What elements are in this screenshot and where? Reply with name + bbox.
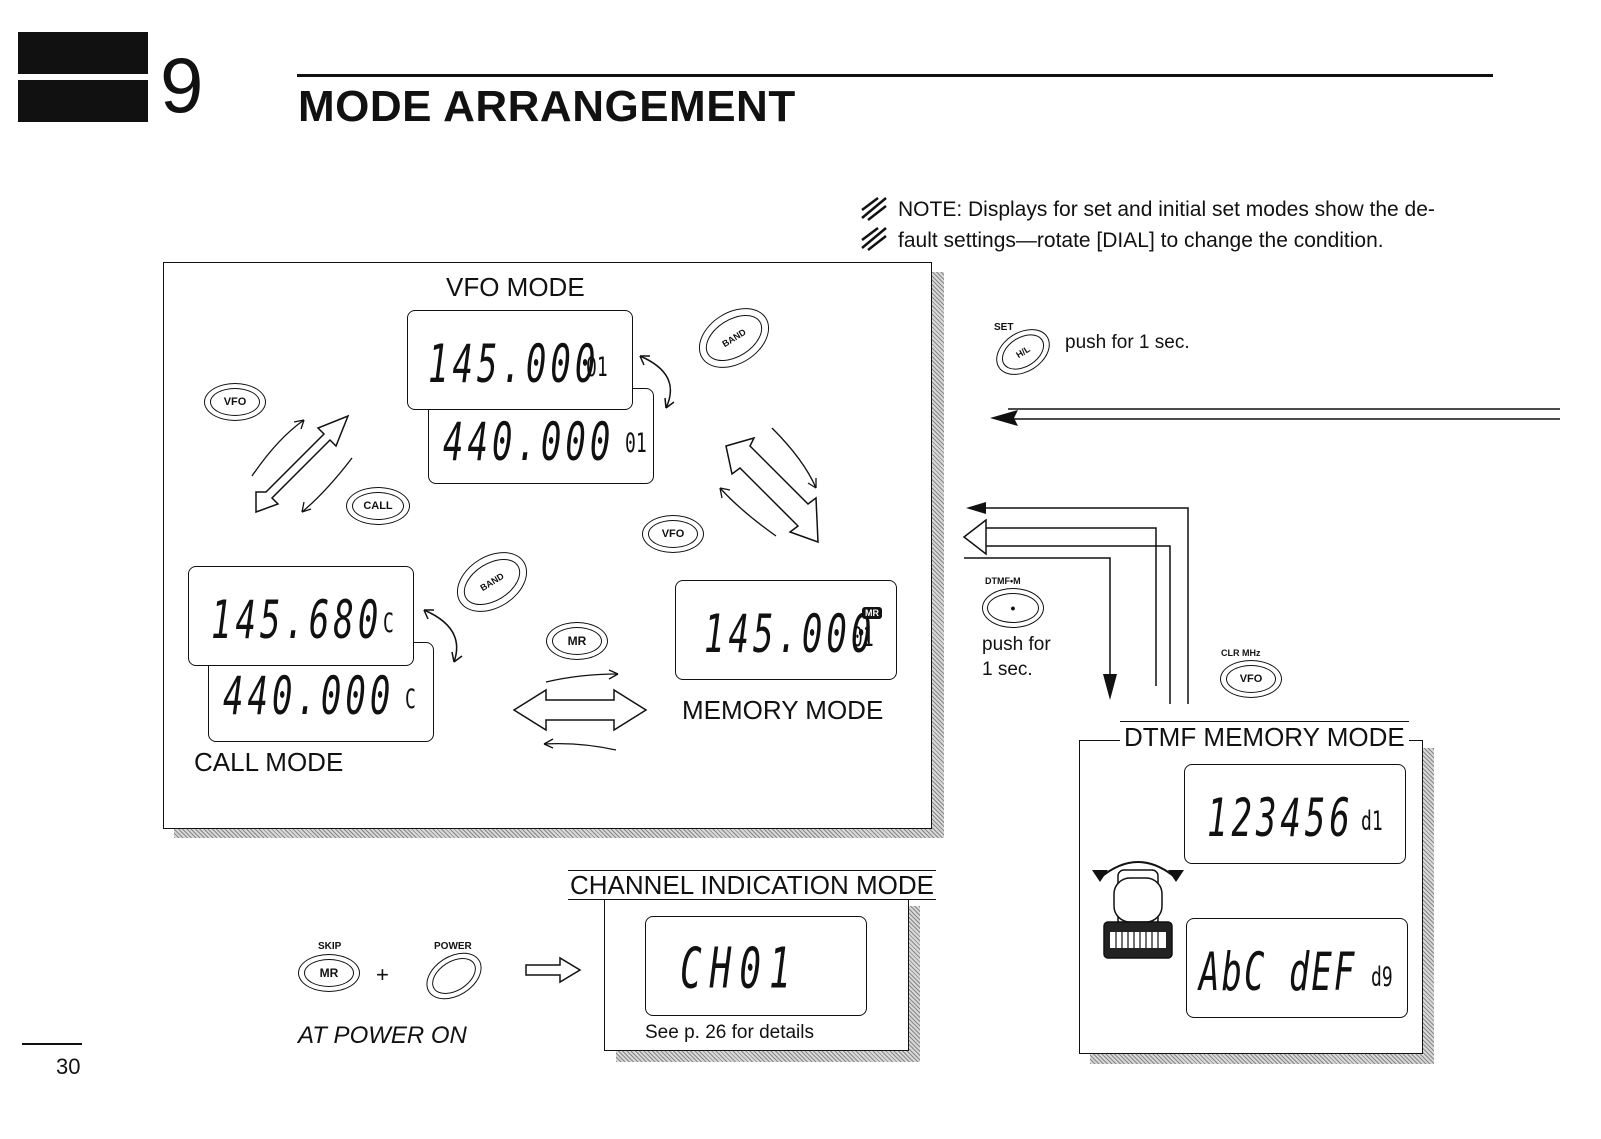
vfo-call-double-arrow (251, 414, 353, 514)
set-key-label: SET (994, 322, 1014, 333)
chapter-tab-bar-top (18, 32, 148, 74)
dtmf-display-1: 123456 d1 (1184, 764, 1406, 864)
skip-key-label: SKIP (318, 941, 342, 952)
memory-display: 145.000 01 MR (675, 580, 897, 680)
channel-display-text: CH01 (680, 937, 799, 1002)
dtmf-push-line-2: 1 sec. (982, 659, 1033, 680)
vfo-display-main-channel: 01 (586, 351, 608, 384)
memory-display-freq: 145.000 (704, 604, 876, 666)
dtmf-key-label: DTMF•M (985, 576, 1021, 586)
skip-mr-button-label: MR (319, 966, 339, 980)
dtmf-display-2: AbC dEF d9 (1186, 918, 1408, 1018)
call-display-main-freq: 145.680 (211, 590, 383, 652)
note-hatch-icon (861, 197, 887, 251)
page-title: MODE ARRANGEMENT (298, 82, 796, 131)
power-button[interactable] (417, 943, 491, 1009)
dtmf-button[interactable]: • (982, 588, 1044, 628)
vfo-button-right[interactable]: VFO (642, 515, 704, 553)
note-line-2: fault settings—rotate [DIAL] to change t… (898, 229, 1384, 252)
call-button-label: CALL (363, 500, 393, 512)
band-button-label: BAND (720, 326, 748, 350)
call-mode-label: CALL MODE (194, 747, 344, 777)
call-button[interactable]: CALL (346, 487, 410, 525)
dtmf-push-line-1: push for (982, 634, 1051, 655)
skip-mr-button[interactable]: MR (298, 954, 360, 992)
mr-button[interactable]: MR (546, 622, 608, 660)
channel-mode-label: CHANNEL INDICATION MODE (568, 870, 937, 900)
at-power-on-label: AT POWER ON (298, 1022, 467, 1049)
dtmf-display-1-channel: d1 (1361, 805, 1383, 838)
dtmf-button-label: • (1010, 600, 1016, 616)
dtmf-display-1-digits: 123456 (1207, 788, 1354, 850)
note-line-1: NOTE: Displays for set and initial set m… (898, 198, 1435, 221)
dtmf-memory-mode-label: DTMF MEMORY MODE (1120, 721, 1409, 753)
vfo-button-label: VFO (223, 396, 247, 408)
call-display-back-sub: C (405, 683, 416, 716)
vfo-display-back-freq: 440.000 (443, 412, 615, 474)
vfo-display-main: 145.000 01 (407, 310, 633, 410)
dtmf-push-instruction: push for 1 sec. (982, 632, 1051, 682)
band-button-middle-label: BAND (478, 570, 506, 594)
chapter-number: 9 (160, 41, 204, 129)
clr-vfo-button[interactable]: VFO (1220, 660, 1282, 698)
plus-sign: + (376, 962, 389, 987)
clr-vfo-button-label: VFO (1239, 673, 1263, 685)
mr-button-label: MR (567, 634, 587, 648)
dtmf-display-2-chars: AbC dEF (1199, 942, 1357, 1004)
call-band-toggle-arrow (423, 609, 463, 663)
call-memory-double-arrow (512, 669, 648, 751)
memory-display-channel: 01 (852, 621, 874, 654)
hl-button-label: H/L (1014, 343, 1032, 361)
call-display-back-freq: 440.000 (223, 666, 395, 728)
channel-footnote: See p. 26 for details (645, 1022, 814, 1043)
call-display-main: 145.680 C (188, 566, 414, 666)
call-display-main-sub: C (383, 607, 394, 640)
set-return-arrow (990, 408, 1560, 426)
clr-key-label: CLR MHz (1221, 648, 1261, 658)
page-number-rule (22, 1043, 82, 1045)
dtmf-routing-arrows (962, 502, 1189, 704)
chapter-tab-bar-bottom (18, 80, 148, 122)
channel-display: CH01 (645, 916, 867, 1016)
power-on-arrow (525, 956, 582, 984)
note-text: NOTE: Displays for set and initial set m… (898, 194, 1435, 256)
vfo-display-back-channel: 01 (625, 427, 647, 460)
memory-mr-badge: MR (862, 607, 882, 619)
memory-mode-label: MEMORY MODE (682, 695, 884, 725)
vfo-mode-label: VFO MODE (446, 272, 585, 302)
vfo-button-right-label: VFO (661, 528, 685, 540)
vfo-button-left[interactable]: VFO (204, 383, 266, 421)
dtmf-display-2-channel: d9 (1371, 961, 1393, 994)
set-push-instruction: push for 1 sec. (1065, 332, 1190, 353)
header-rule (297, 74, 1493, 77)
vfo-band-toggle-arrow (639, 355, 675, 409)
vfo-memory-double-arrow (719, 427, 819, 544)
power-key-label: POWER (434, 941, 472, 952)
vfo-display-main-freq: 145.000 (428, 334, 600, 396)
dial-knob-icon (1092, 861, 1184, 959)
page-number: 30 (56, 1054, 81, 1079)
